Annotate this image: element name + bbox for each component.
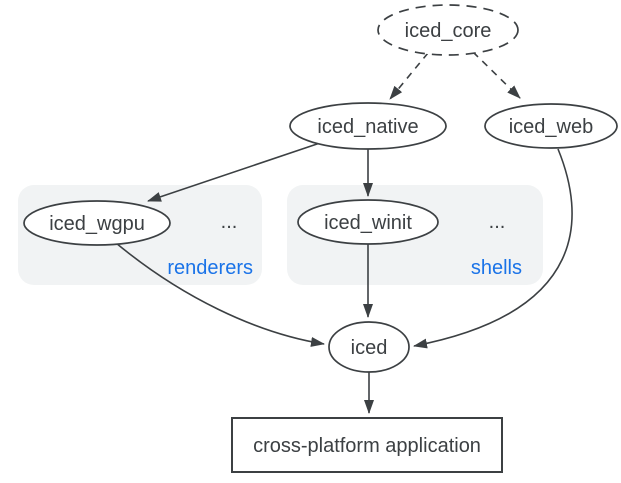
node-application: cross-platform application [231,417,503,473]
node-iced_wgpu: iced_wgpu [23,200,171,246]
iced-ellipse [328,321,410,373]
iced_web-ellipse [484,103,618,149]
node-iced_web: iced_web [484,103,618,149]
node-iced_native: iced_native [289,102,447,150]
iced_core-label: iced_core [405,20,492,42]
edge-iced_web-iced [413,148,573,349]
renderers-ellipsis: ... [221,211,238,233]
edge-iced_native-iced_wgpu [147,142,321,202]
iced_winit-label: iced_winit [324,212,412,234]
iced_wgpu-ellipse [23,200,171,246]
node-iced_core: iced_core [377,4,519,56]
shells-label: shells [471,257,522,279]
iced_native-label: iced_native [317,116,418,138]
edges [115,51,573,414]
node-iced_winit: iced_winit [297,199,439,245]
iced_winit-ellipse [297,199,439,245]
iced_native-ellipse [289,102,447,150]
edge-iced_wgpu-iced [115,242,325,347]
application-box [231,417,503,473]
application-label: cross-platform application [253,435,481,457]
edge-iced_core-iced_web [472,51,521,99]
renderers-label: renderers [167,257,253,279]
iced_web-label: iced_web [509,116,594,138]
node-iced: iced [328,321,410,373]
iced_core-ellipse [377,4,519,56]
shells-ellipsis: ... [489,211,506,233]
iced_wgpu-label: iced_wgpu [49,213,145,235]
iced-label: iced [351,337,388,359]
edge-iced_core-iced_native [389,52,429,100]
